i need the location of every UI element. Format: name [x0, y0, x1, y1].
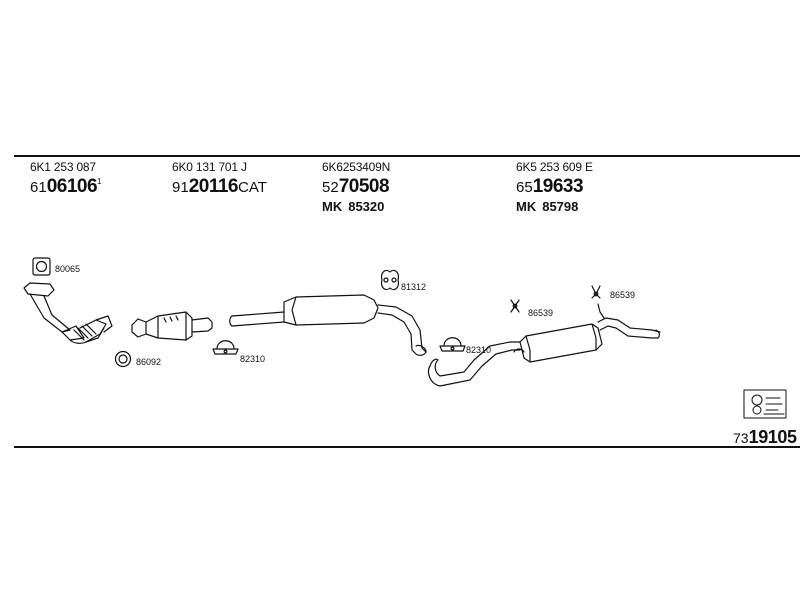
header-column-1: 6K1 253 087 61061061: [30, 160, 101, 198]
catalytic-converter-icon: [131, 311, 213, 341]
gasket-bottom-icon: [114, 350, 132, 368]
parts-kit-icon: [743, 389, 787, 419]
oe-code: 6K1 253 087: [30, 160, 96, 174]
kit-number: 7319105: [733, 427, 797, 447]
label-clamp-a: 82310: [240, 354, 266, 364]
header-column-2: 6K0 131 701 J 9120116CAT: [172, 160, 267, 198]
front-pipe-icon: [23, 282, 113, 344]
hanger-b-icon: [510, 299, 520, 313]
label-hanger-a: 81312: [401, 282, 427, 292]
label-hanger-c: 86539: [610, 290, 636, 300]
hanger-c-icon: [591, 285, 605, 319]
part-number: 5270508: [322, 176, 390, 197]
part-number: 61061061: [30, 176, 102, 197]
oe-code: 6K6253409N: [322, 160, 391, 174]
gasket-top-icon: [32, 257, 51, 276]
label-clamp-b: 82310: [466, 345, 492, 355]
top-divider: [14, 155, 800, 157]
clamp-b-icon: [439, 337, 466, 352]
bottom-divider: [14, 446, 800, 448]
hanger-a-icon: [381, 269, 399, 291]
clamp-a-icon: [212, 340, 239, 355]
label-gasket-bottom: 86092: [136, 357, 162, 367]
label-gasket-top: 80065: [55, 264, 81, 274]
rear-silencer-icon: [513, 317, 661, 363]
oe-code: 6K5 253 609 E: [516, 160, 593, 174]
rear-pipe-icon: [427, 341, 521, 387]
part-number: 6519633: [516, 176, 584, 197]
label-hanger-b: 86539: [528, 308, 554, 318]
centre-silencer-icon: [229, 294, 427, 356]
oe-code: 6K0 131 701 J: [172, 160, 247, 174]
part-number: 9120116CAT: [172, 176, 267, 197]
